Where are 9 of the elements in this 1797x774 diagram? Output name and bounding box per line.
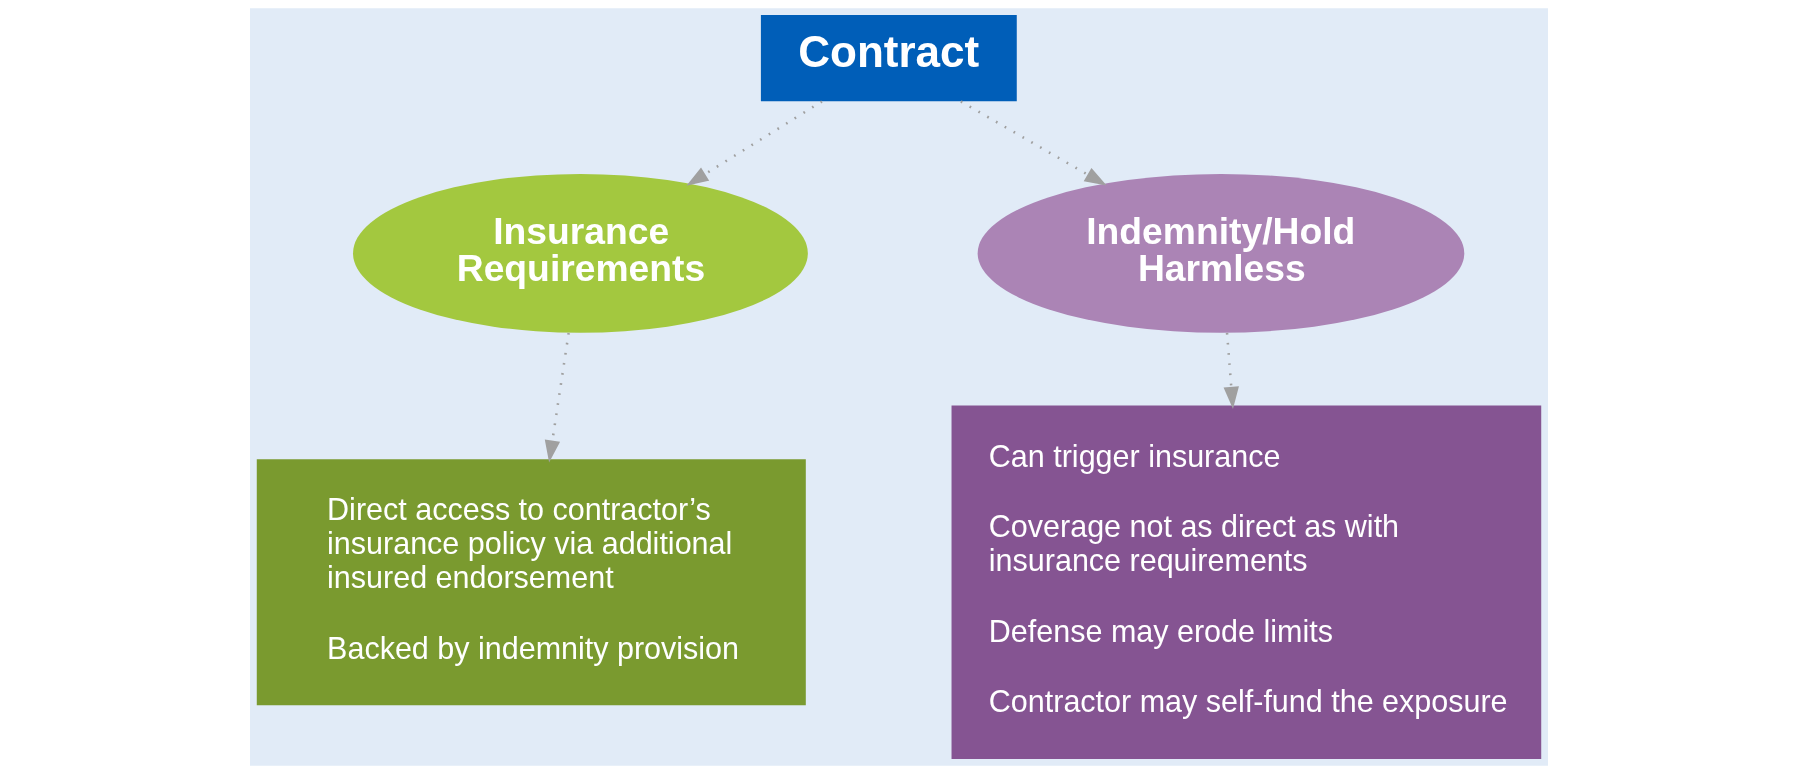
arrow [959, 100, 1107, 186]
node-ellipse: Indemnity/Hold Harmless [977, 173, 1464, 333]
node-box: Contract [760, 14, 1017, 102]
node-box: Can trigger insurance Coverage not as direct as with insurance requirements Defense may erode limits Contractor may self-fund the exposure [951, 405, 1541, 759]
arrow [544, 332, 570, 463]
arrow [685, 100, 823, 186]
arrow [1223, 332, 1239, 409]
node-box: Direct access to contractor’s insurance policy via additional insured endorsement Backed by indemnity provision [256, 459, 806, 706]
node-ellipse: Insurance Requirements [352, 173, 808, 333]
